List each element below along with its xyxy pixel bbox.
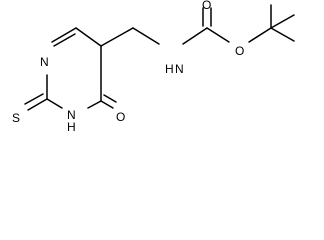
atom-h-lactam: H <box>67 120 76 134</box>
bond-c-quat-methyl-down <box>270 27 295 42</box>
bond-c6-c5 <box>75 27 102 47</box>
bond-c2-n3 <box>46 98 63 109</box>
atom-o-ester: O <box>235 44 244 58</box>
molecule-structure: N S H N O H N O O <box>12 0 295 134</box>
atom-labels: N S H N O H N O O <box>12 0 244 134</box>
bond-c5-ch2 <box>100 27 134 47</box>
atom-o-keto: O <box>116 110 125 124</box>
bond-c6-n1 <box>51 27 77 43</box>
bonds <box>24 4 295 111</box>
bond-c4-o-double <box>103 94 117 103</box>
bond-c4-o <box>100 100 114 109</box>
bond-ch2-n-amide <box>132 27 160 45</box>
bond-c-quat-methyl-right <box>270 14 295 29</box>
bond-c6-n1-double <box>53 33 76 47</box>
bond-c-carbonyl-o-ester <box>206 27 230 43</box>
bond-n-amide-c-carbonyl <box>182 27 208 45</box>
atom-o-carbonyl: O <box>202 0 211 12</box>
bond-c2-s-double <box>24 93 44 105</box>
bond-n3-c4 <box>87 100 102 109</box>
bond-o-ester-c-quat <box>248 27 272 43</box>
bond-c2-s <box>27 98 48 111</box>
atom-n-lactam: N <box>67 108 76 122</box>
atom-n-amide: N <box>175 62 184 76</box>
atom-sulfur: S <box>12 111 20 125</box>
atom-h-amide: H <box>165 62 174 76</box>
atom-n-ring: N <box>40 55 49 69</box>
